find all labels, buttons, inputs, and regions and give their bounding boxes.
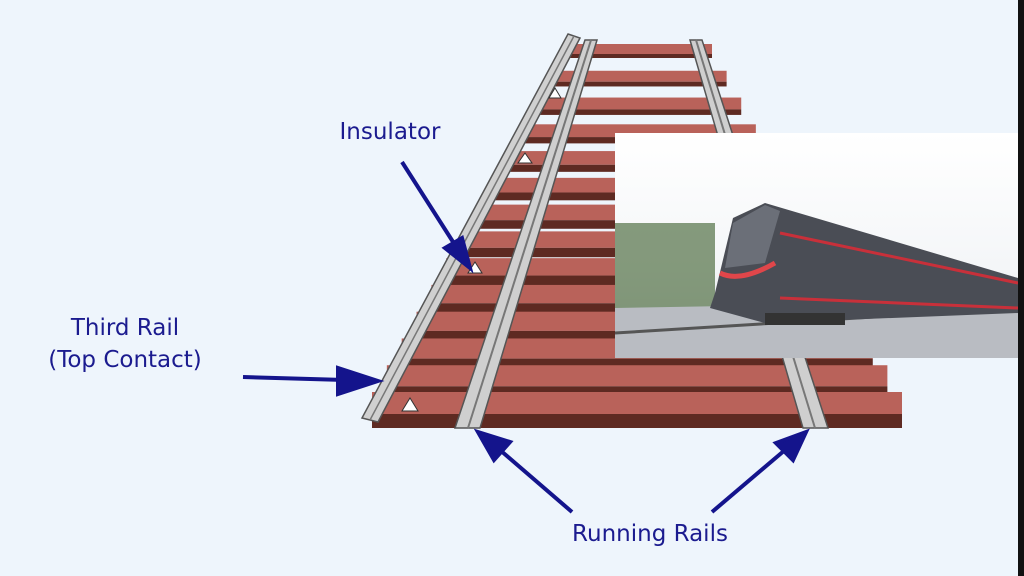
insulator-arrow: [400, 160, 457, 247]
right-border: [1018, 0, 1024, 576]
arrows: [242, 160, 810, 514]
tie: [565, 44, 712, 54]
metro-train-photo: [614, 133, 1019, 358]
insulators: [401, 87, 562, 412]
tie: [386, 365, 888, 387]
running-rails-label: Running Rails: [572, 521, 728, 547]
tie: [550, 70, 727, 82]
running-rail-right-arrow: [710, 448, 787, 514]
tie-side: [372, 414, 902, 428]
tie: [372, 392, 902, 414]
tie-side: [535, 109, 742, 115]
third-rail-label-line1: Third Rail: [70, 315, 180, 341]
third-rail-arrow: [242, 375, 346, 382]
tie: [535, 97, 742, 110]
third-rail: [360, 33, 582, 423]
tie-side: [565, 54, 712, 58]
tie-side: [550, 81, 727, 87]
insulator-label: Insulator: [339, 119, 441, 145]
third-rail-label: Third Rail (Top Contact): [20, 312, 230, 376]
running-rail-left-arrow: [498, 448, 574, 514]
third-rail-label-line2: (Top Contact): [48, 347, 202, 373]
left-running-rail: [453, 39, 599, 429]
